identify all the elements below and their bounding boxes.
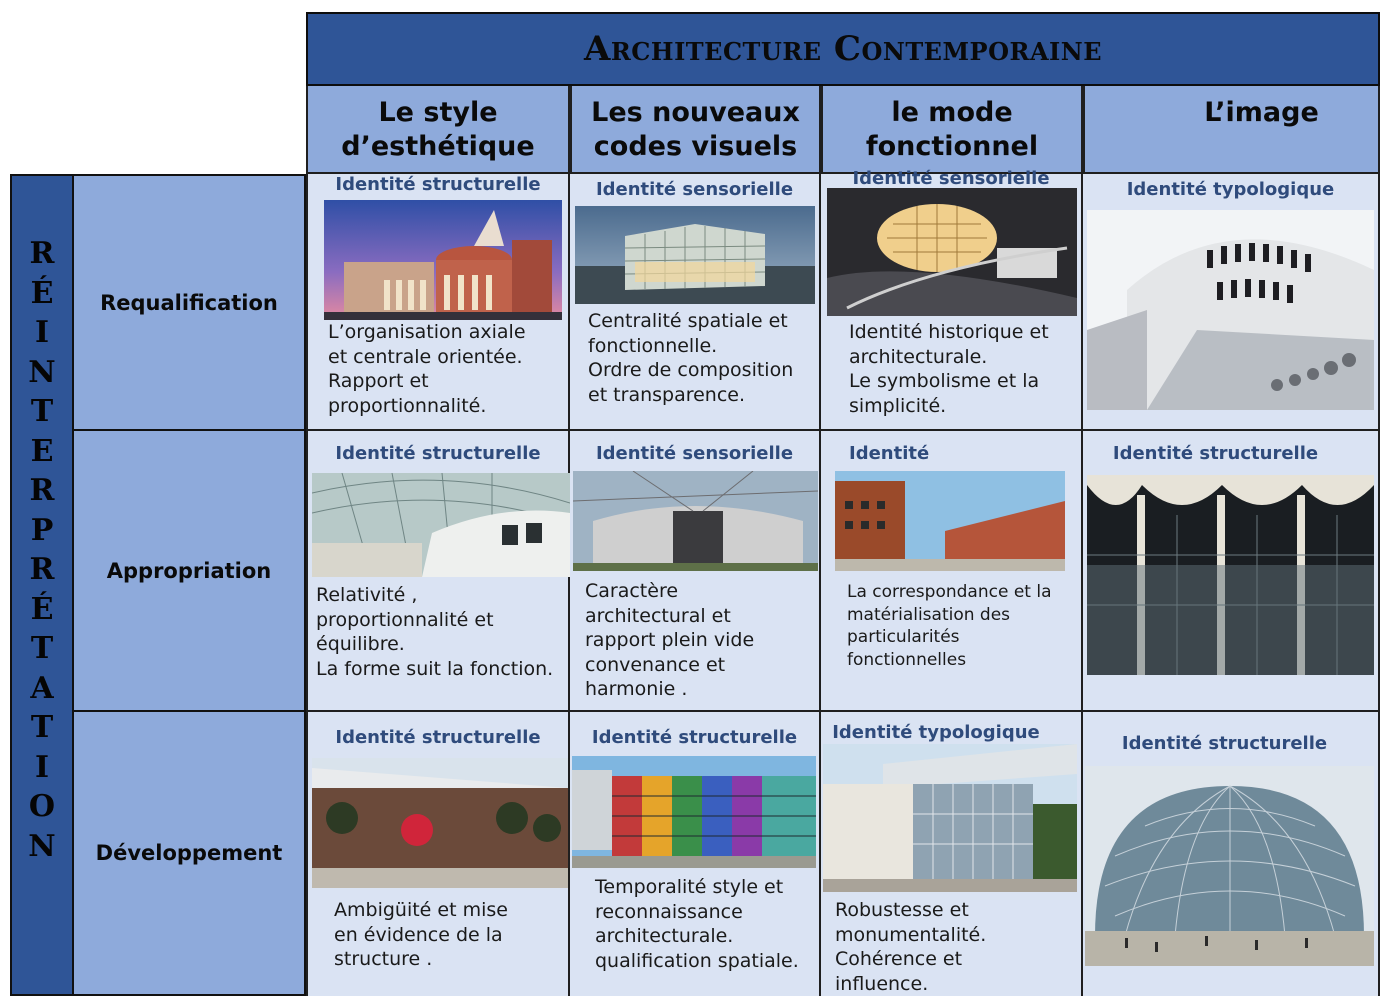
side-letter: I xyxy=(34,315,50,350)
building-photo xyxy=(1087,475,1374,675)
cell-description: Temporalité style et reconnaissance arch… xyxy=(595,876,799,972)
identity-label: Identité structurelle xyxy=(335,443,541,464)
side-letter: R xyxy=(29,473,55,508)
side-letter: O xyxy=(28,789,56,824)
cell-developpement-visual-codes: Identité structurelle Temporalité style … xyxy=(570,712,821,996)
table-title: Architecture Contemporaine xyxy=(583,29,1103,69)
identity-label: Identité sensorielle xyxy=(852,168,1050,189)
side-letter: I xyxy=(34,749,50,785)
identity-label: Identité structurelle xyxy=(591,727,798,748)
row-label-appropriation: Appropriation xyxy=(74,431,306,712)
identity-label: Identité typologique xyxy=(832,722,1040,743)
identity-label: Identité sensorielle xyxy=(595,179,794,200)
cell-appropriation-style: Identité structurelle Relativité , propo… xyxy=(306,431,570,712)
cell-description: Identité historique et architecturale. L… xyxy=(849,321,1049,417)
cell-requalification-visual-codes: Identité sensorielle Centralité spatiale… xyxy=(570,174,821,431)
cell-description: L’organisation axiale et centrale orient… xyxy=(328,321,526,417)
side-letter: P xyxy=(30,512,54,548)
building-photo xyxy=(572,756,816,868)
row-label-requalification: Requalification xyxy=(74,174,306,431)
identity-label: Identité structurelle xyxy=(335,174,541,195)
cell-description: Caractère architectural et rapport plein… xyxy=(585,580,755,700)
building-photo xyxy=(573,471,818,571)
cell-description: Robustesse et monumentalité. Cohérence e… xyxy=(835,899,987,995)
building-photo xyxy=(1087,210,1374,410)
cell-developpement-image: Identité structurelle xyxy=(1083,712,1380,996)
cell-description: Centralité spatiale et fonctionnelle. Or… xyxy=(588,310,794,406)
column-header-label: Le style d’esthétique xyxy=(341,97,535,162)
identity-label: Identité sensorielle xyxy=(595,443,794,464)
row-label-developpement: Développement xyxy=(74,712,306,996)
building-photo xyxy=(575,206,815,304)
table-title-bar: Architecture Contemporaine xyxy=(306,12,1380,86)
side-letter: T xyxy=(30,631,54,666)
cell-appropriation-functional-mode: Identité La correspondance et la matéria… xyxy=(821,431,1083,712)
cell-developpement-functional-mode: Identité typologique Robustesse et monum… xyxy=(821,712,1083,996)
cell-appropriation-image: Identité structurelle xyxy=(1083,431,1380,712)
identity-label: Identité structurelle xyxy=(1121,733,1328,754)
side-letter: N xyxy=(28,354,56,390)
building-photo xyxy=(827,188,1077,316)
cell-developpement-style: Identité structurelle Ambigüité et mise … xyxy=(306,712,570,996)
side-bar-letters: R É I N T E R P R É T A T I O N xyxy=(12,234,72,866)
side-letter: R xyxy=(29,552,55,587)
side-letter: É xyxy=(30,275,54,311)
cell-description: Relativité , proportionnalité et équilib… xyxy=(316,584,554,680)
cell-requalification-functional-mode: Identité sensorielle Identité historique… xyxy=(821,168,1083,431)
identity-label: Identité structurelle xyxy=(1112,443,1319,464)
cell-requalification-image: Identité typologique xyxy=(1083,174,1380,431)
cell-description: Ambigüité et mise en évidence de la stru… xyxy=(334,899,508,970)
side-letter: A xyxy=(30,670,54,706)
row-label-text: Requalification xyxy=(100,290,278,315)
building-photo xyxy=(823,744,1077,892)
building-photo xyxy=(312,473,570,577)
side-bar-reinterpretation: R É I N T E R P R É T A T I O N xyxy=(10,174,74,996)
row-label-text: Développement xyxy=(95,841,283,865)
side-letter: T xyxy=(30,710,54,745)
side-letter: T xyxy=(30,394,54,429)
column-header-label: Les nouveaux codes visuels xyxy=(591,97,800,162)
side-letter: E xyxy=(30,433,54,469)
column-header-image: L’image xyxy=(1083,86,1380,174)
column-header-style: Le style d’esthétique xyxy=(306,86,570,174)
side-letter: É xyxy=(30,591,54,627)
building-photo xyxy=(835,471,1065,571)
cell-description: La correspondance et la matérialisation … xyxy=(847,582,1052,670)
column-header-label: L’image xyxy=(1204,97,1319,128)
building-photo xyxy=(324,200,562,320)
identity-label: Identité structurelle xyxy=(335,727,541,748)
column-header-label: le mode fonctionnel xyxy=(865,97,1039,162)
column-header-visual-codes: Les nouveaux codes visuels xyxy=(570,86,821,174)
row-label-text: Appropriation xyxy=(106,558,272,583)
identity-label: Identité typologique xyxy=(1126,179,1335,200)
identity-label: Identité xyxy=(849,443,930,464)
side-letter: N xyxy=(28,828,56,864)
building-photo xyxy=(312,758,568,888)
cell-appropriation-visual-codes: Identité sensorielle Caractère architect… xyxy=(570,431,821,712)
cell-requalification-style: Identité structurelle L’organisation axi… xyxy=(306,174,570,431)
column-header-functional-mode: le mode fonctionnel xyxy=(821,86,1083,174)
side-letter: R xyxy=(29,236,55,271)
building-photo xyxy=(1085,766,1374,966)
